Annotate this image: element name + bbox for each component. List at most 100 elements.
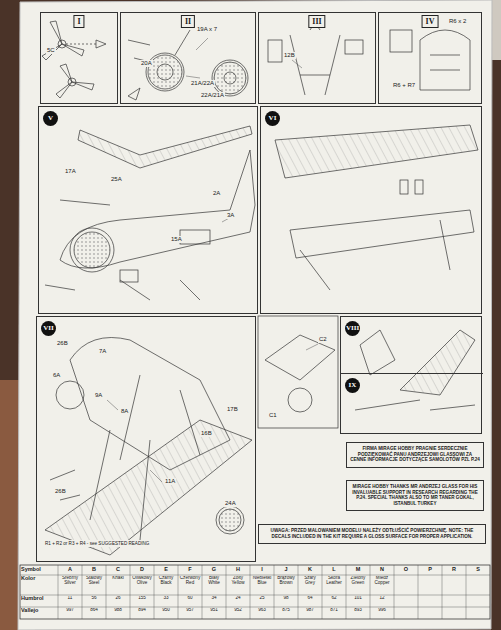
- table-rule: [82, 565, 83, 619]
- table-cell: 893: [347, 608, 369, 613]
- table-cell: Vallejo: [21, 608, 57, 614]
- table-cell: 988: [107, 608, 129, 613]
- table-cell: 33: [155, 596, 177, 601]
- step-panel: IV: [378, 12, 482, 104]
- table-cell: Srebrny Silver: [59, 576, 81, 586]
- table-cell: R: [443, 567, 465, 573]
- callout-number: 12B: [283, 52, 296, 59]
- callout-number: 17B: [226, 406, 239, 413]
- callout-number: C1: [268, 412, 278, 419]
- table-cell: 101: [347, 596, 369, 601]
- callout-number: 2A: [212, 190, 221, 197]
- step-panel: I: [40, 12, 118, 104]
- table-cell: K: [299, 567, 321, 573]
- note-text: UWAGA: PRZED MALOWANIEM MODELU NALEŻY OD…: [262, 528, 482, 539]
- table-cell: L: [323, 567, 345, 573]
- table-cell: F: [179, 567, 201, 573]
- note-box: MIRAGE HOBBY THANKS MR ANDRZEJ GLASS FOR…: [346, 480, 484, 511]
- step-panel: VII: [36, 316, 256, 562]
- table-cell: 56: [83, 596, 105, 601]
- table-cell: M: [347, 567, 369, 573]
- step-number: I: [73, 15, 84, 28]
- callout-number: 11A: [164, 478, 176, 485]
- table-cell: Miedź Copper: [371, 576, 393, 586]
- table-cell: 26: [107, 596, 129, 601]
- table-cell: 155: [131, 596, 153, 601]
- table-cell: Brązowy Brown: [275, 576, 297, 586]
- table-cell: N: [371, 567, 393, 573]
- step-number: VII: [41, 321, 56, 336]
- table-rule: [226, 565, 227, 619]
- step-number: IV: [422, 15, 439, 28]
- table-rule: [418, 565, 419, 619]
- table-rule: [274, 565, 275, 619]
- note-text: MIRAGE HOBBY THANKS MR ANDRZEJ GLASS FOR…: [350, 484, 480, 507]
- note-box: FIRMA MIRAGE HOBBY PRAGNIE SERDECZNIE PO…: [346, 442, 484, 468]
- callout-number: 25A: [110, 176, 123, 183]
- table-cell: 12: [371, 596, 393, 601]
- table-rule: [20, 595, 490, 596]
- table-rule: [154, 565, 155, 619]
- table-cell: 987: [299, 608, 321, 613]
- table-cell: 952: [227, 608, 249, 613]
- table-cell: 60: [179, 596, 201, 601]
- table-cell: 875: [275, 608, 297, 613]
- table-cell: 871: [323, 608, 345, 613]
- table-cell: Szary Grey: [299, 576, 321, 586]
- callout-number: C2: [318, 336, 328, 343]
- table-cell: 64: [299, 596, 321, 601]
- table-rule: [346, 565, 347, 619]
- callout-number: 24A: [224, 500, 237, 507]
- table-rule: [106, 565, 107, 619]
- table-cell: 957: [179, 608, 201, 613]
- callout-number: 6A: [52, 372, 61, 379]
- callout-number: 17A: [64, 168, 77, 175]
- step-panel: VI: [260, 106, 482, 314]
- table-cell: Humbrol: [21, 596, 57, 602]
- table-rule: [130, 565, 131, 619]
- table-cell: C: [107, 567, 129, 573]
- table-rule: [442, 565, 443, 619]
- callout-number: 26B: [56, 340, 69, 347]
- table-cell: H: [227, 567, 249, 573]
- table-cell: 963: [251, 608, 273, 613]
- callout-number: R1 + R2 or R3 + R4 - see SUGGESTED READI…: [44, 540, 150, 547]
- table-cell: Czerwony Red: [179, 576, 201, 586]
- table-cell: G: [203, 567, 225, 573]
- table-cell: Żółty Yellow: [227, 576, 249, 586]
- callout-number: 19A x 7: [196, 26, 218, 33]
- step-panel: VIII IX: [340, 316, 482, 434]
- table-rule: [466, 565, 467, 619]
- table-cell: 951: [203, 608, 225, 613]
- table-cell: Khaki: [107, 576, 129, 581]
- callout-number: 9A: [94, 392, 103, 399]
- step-panel: IX: [341, 373, 483, 435]
- table-cell: Oliwkowy Olive: [131, 576, 153, 586]
- table-rule: [178, 565, 179, 619]
- callout-number: 7A: [98, 348, 107, 355]
- table-cell: D: [131, 567, 153, 573]
- callout-number: 22A/21A: [200, 92, 225, 99]
- step-panel: V: [38, 106, 258, 314]
- table-cell: Niebieski Blue: [251, 576, 273, 586]
- table-cell: 997: [59, 608, 81, 613]
- table-cell: A: [59, 567, 81, 573]
- table-cell: 864: [83, 608, 105, 613]
- table-cell: 894: [131, 608, 153, 613]
- callout-number: 16B: [200, 430, 213, 437]
- table-cell: Biały White: [203, 576, 225, 586]
- table-cell: B: [83, 567, 105, 573]
- table-cell: 62: [323, 596, 345, 601]
- callout-number: 20A: [140, 60, 153, 67]
- table-rule: [58, 565, 59, 619]
- table-rule: [298, 565, 299, 619]
- table-cell: 25: [251, 596, 273, 601]
- step-number: VIII: [345, 321, 360, 336]
- step-number: IX: [345, 378, 360, 393]
- callout-number: 21A/22A: [190, 80, 215, 87]
- table-cell: 950: [155, 608, 177, 613]
- table-rule: [370, 565, 371, 619]
- table-cell: Czarny Black: [155, 576, 177, 586]
- table-cell: 11: [59, 596, 81, 601]
